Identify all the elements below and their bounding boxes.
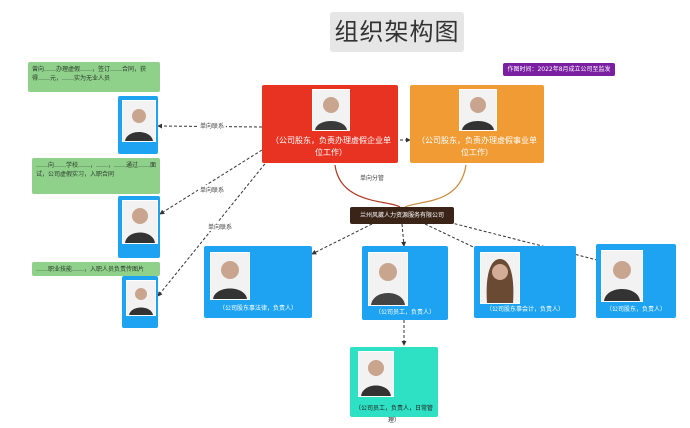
- date-badge: 作图时间：2022年8月成立公司至监发: [503, 63, 615, 76]
- bottom-staff-role: （公司员工，负责人，日常管理）: [354, 405, 433, 424]
- portrait-photo: [210, 252, 250, 300]
- staff-role: （公司股东事法律，负责人）: [218, 305, 297, 312]
- shareholder-card-left[interactable]: （公司股东，负责办理虚假企业单位工作）: [262, 85, 398, 163]
- left-person-note-2: ……向……学校……，……，……通过……面试，公司虚假实习，入职合同: [32, 158, 160, 194]
- left-person-note-3: ……职业技能……，入职人员负责传图片: [32, 262, 160, 276]
- shareholder-role: （公司股东，负责办理虚假事业单位工作）: [417, 136, 537, 157]
- portrait-photo: [601, 250, 643, 302]
- portrait-photo: [122, 200, 158, 244]
- curve-left-shareholder: [334, 164, 401, 208]
- portrait-photo: [480, 252, 520, 304]
- left-person-card-3[interactable]: [122, 276, 158, 328]
- left-person-card-1[interactable]: [118, 96, 158, 154]
- left-person-note-1: 曾向……办理虚假……，签订……合同，获得……元，……实为无业人员: [28, 62, 160, 92]
- portrait-photo: [312, 89, 350, 131]
- link-company-staff-4: [439, 219, 606, 264]
- link-label-3: 单向联系: [206, 222, 235, 231]
- page-title: 组织架构图: [330, 12, 464, 52]
- left-person-card-2[interactable]: [118, 196, 160, 258]
- link-company-staff-1: [311, 223, 373, 255]
- curve-right-shareholder: [404, 164, 467, 208]
- portrait-photo: [459, 89, 497, 131]
- link-label-1: 单向联系: [198, 121, 227, 130]
- portrait-photo: [122, 100, 156, 142]
- staff-card-4[interactable]: （公司股东，负责人）: [596, 244, 676, 318]
- staff-card-1[interactable]: （公司股东事法律，负责人）: [204, 246, 312, 318]
- shareholder-role: （公司股东，负责办理虚假企业单位工作）: [271, 136, 391, 157]
- relation-label: 单向分管: [358, 173, 387, 182]
- bottom-staff-card[interactable]: （公司员工，负责人，日常管理）: [350, 347, 438, 424]
- staff-role: （公司股东事会计，负责人）: [485, 306, 564, 313]
- staff-role: （公司员工，负责人）: [374, 309, 435, 316]
- portrait-photo: [126, 280, 156, 316]
- link-company-staff-2: [401, 223, 407, 247]
- staff-card-3[interactable]: （公司股东事会计，负责人）: [474, 246, 576, 318]
- staff-card-2[interactable]: （公司员工，负责人）: [362, 246, 448, 320]
- staff-role: （公司股东，负责人）: [605, 306, 666, 313]
- portrait-photo: [368, 252, 408, 306]
- shareholder-card-right[interactable]: （公司股东，负责办理虚假事业单位工作）: [410, 85, 544, 163]
- portrait-photo: [358, 351, 394, 397]
- company-box[interactable]: 兰州风葳人力资源服务有限公司: [350, 207, 454, 224]
- link-left-2: [159, 149, 263, 215]
- link-label-2: 单向联系: [198, 185, 227, 194]
- link-company-staff-3: [424, 223, 489, 255]
